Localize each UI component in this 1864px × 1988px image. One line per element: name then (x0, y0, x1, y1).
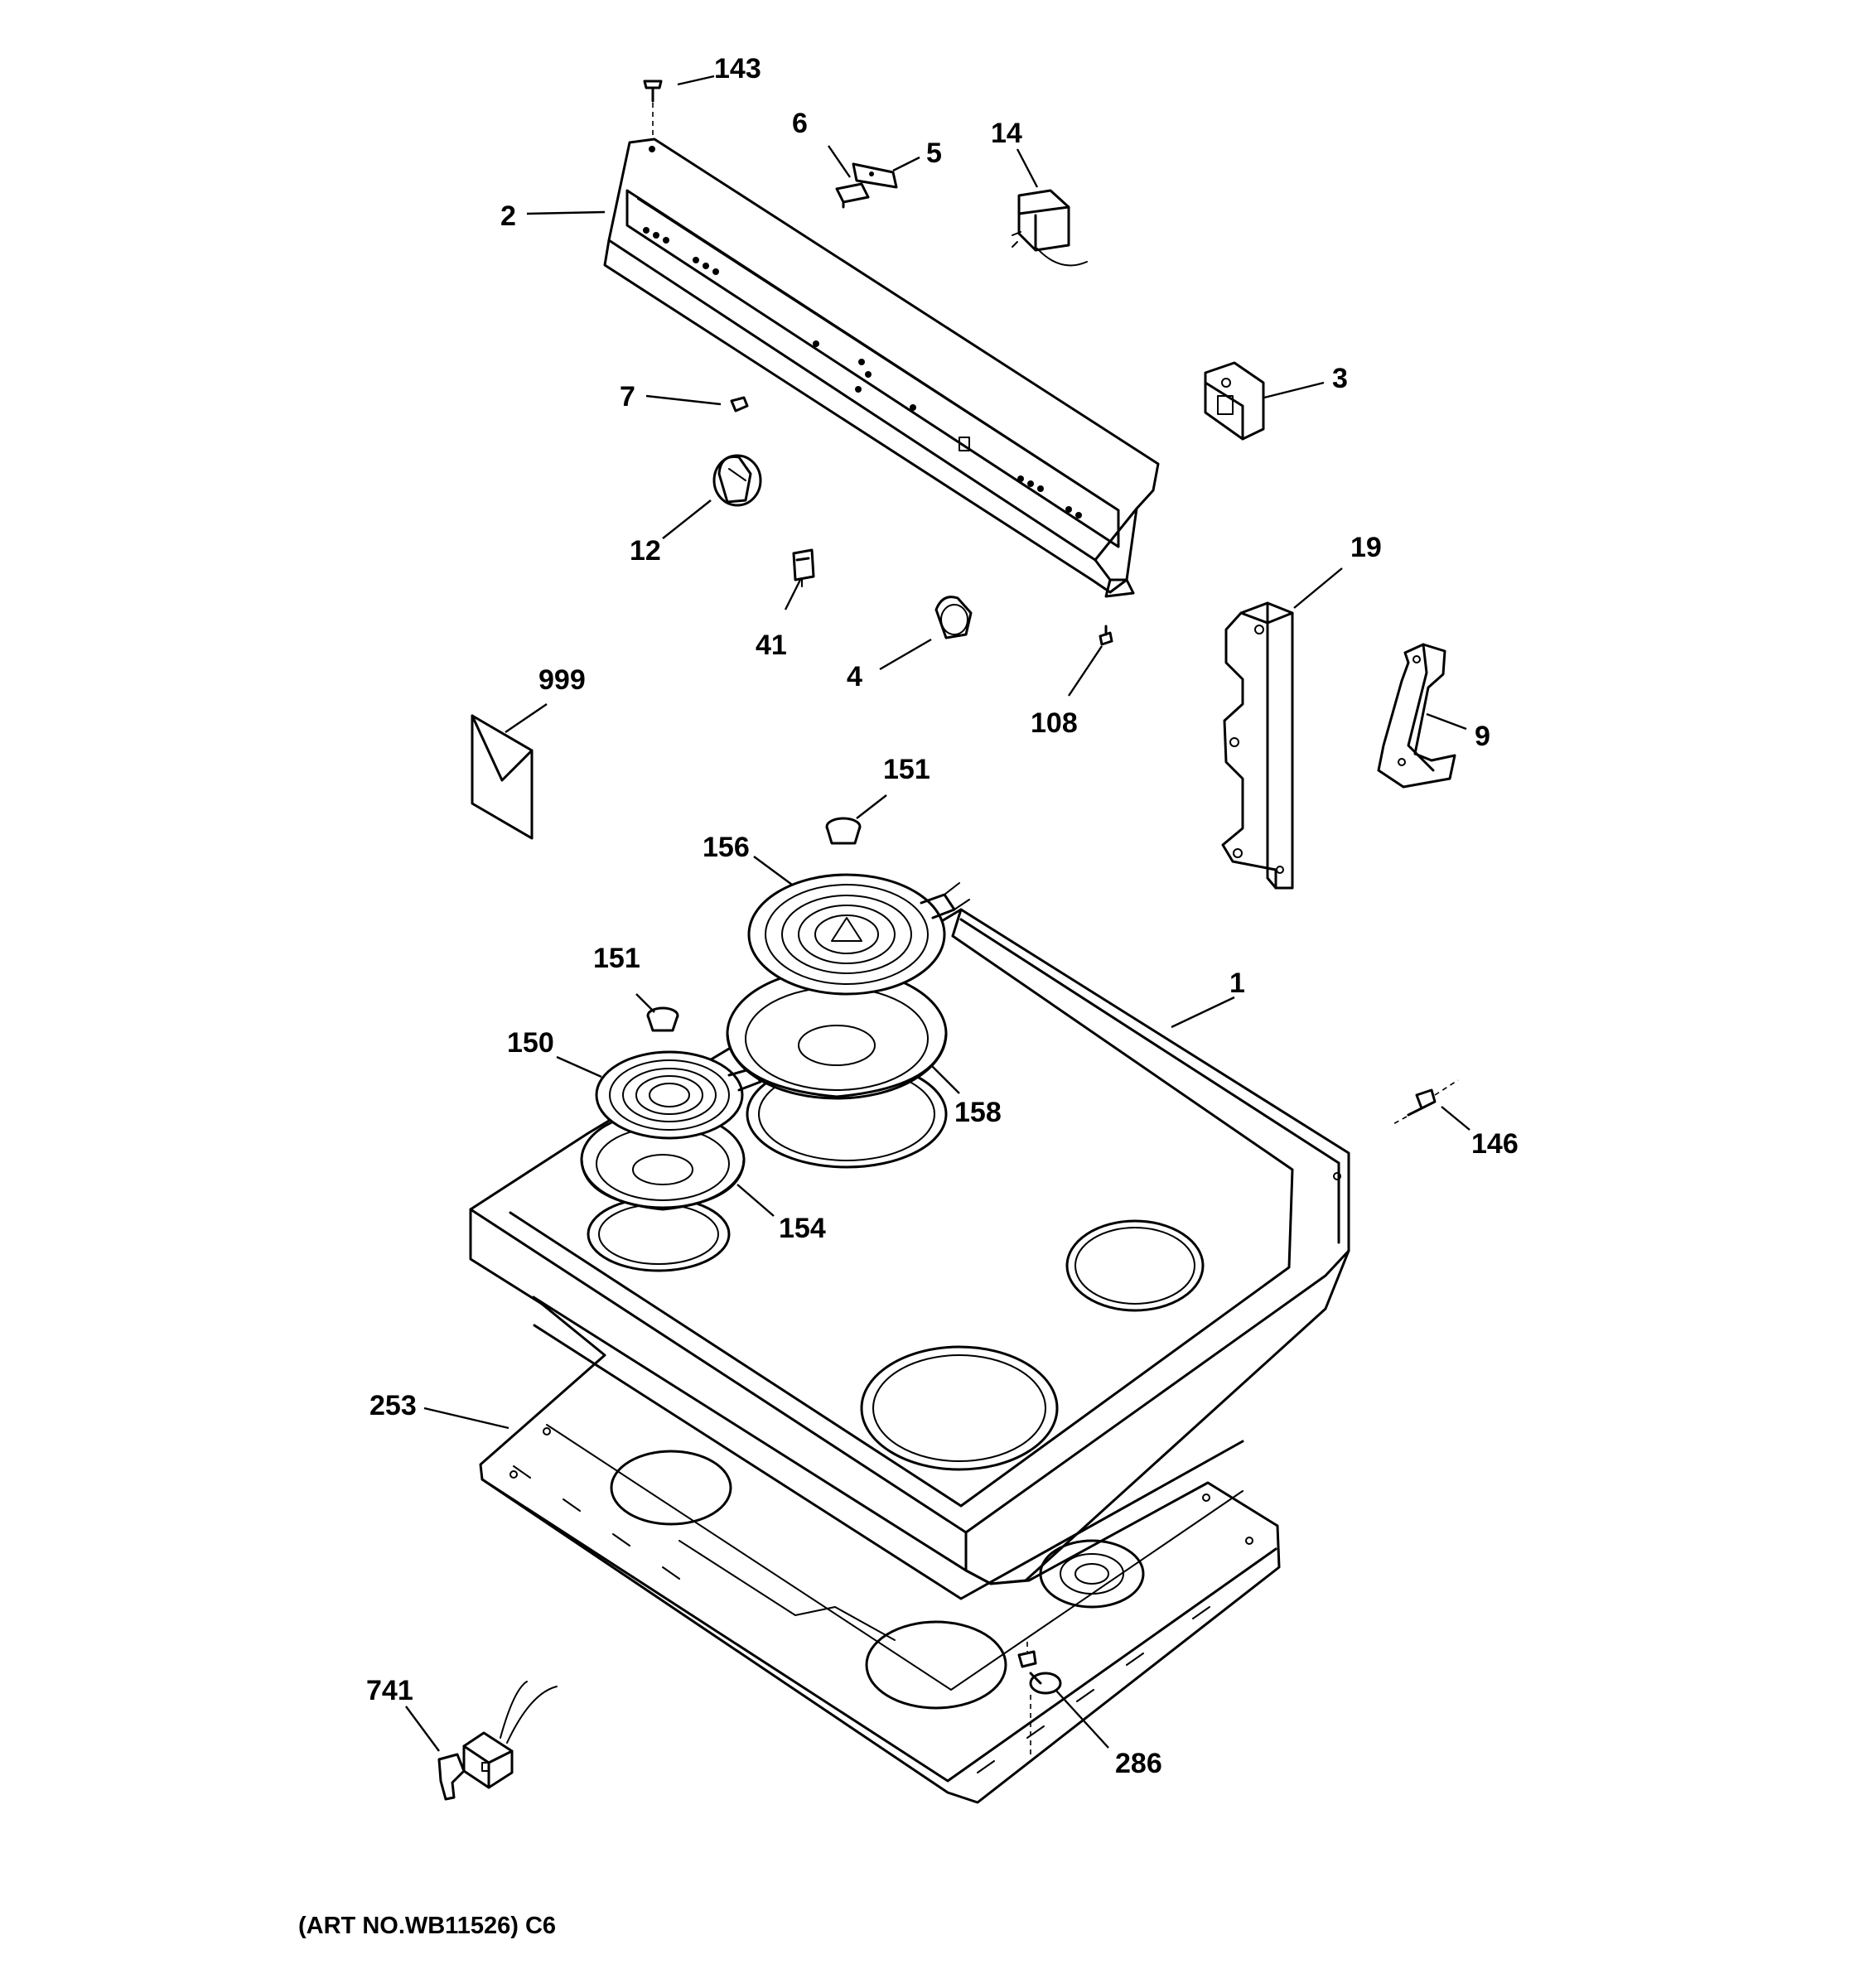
knob-4 (934, 596, 973, 639)
callout-146: 146 (1471, 1128, 1519, 1160)
callout-156: 156 (703, 832, 750, 863)
callout-41: 41 (756, 630, 787, 661)
callout-14: 14 (991, 118, 1022, 149)
bracket-5 (852, 162, 898, 189)
callout-2: 2 (500, 200, 516, 232)
drip-pan-154 (580, 1110, 746, 1211)
control-panel-backsplash (603, 138, 1160, 598)
callout-154: 154 (779, 1213, 826, 1244)
bracket-6 (835, 182, 870, 209)
callout-4: 4 (847, 661, 862, 692)
callout-741: 741 (366, 1675, 413, 1706)
callout-253: 253 (369, 1390, 417, 1421)
screw-146 (1391, 1079, 1459, 1126)
leader-lines (405, 75, 1470, 1752)
terminal-block-741 (437, 1681, 558, 1801)
callout-108: 108 (1031, 707, 1078, 739)
indicator-light-41 (792, 548, 815, 587)
screw-108 (1099, 625, 1113, 646)
receptacle-151-lower (646, 1006, 679, 1032)
switch-14 (1012, 189, 1088, 267)
surface-unit-150 (595, 1050, 771, 1140)
drip-pan-158 (726, 967, 948, 1100)
callout-labels: 143 6 5 14 2 3 7 12 41 4 108 19 9 999 15… (366, 53, 1519, 1779)
callout-1: 1 (1229, 967, 1245, 999)
callout-3: 3 (1332, 363, 1348, 394)
receptacle-151-upper (825, 817, 862, 845)
screw-143 (643, 80, 663, 139)
callout-9: 9 (1475, 721, 1490, 752)
callout-19: 19 (1350, 532, 1382, 563)
callout-12: 12 (630, 535, 661, 567)
side-bracket-9 (1377, 643, 1456, 789)
art-number-caption: (ART NO.WB11526) C6 (298, 1913, 556, 1939)
clip-286 (1017, 1642, 1062, 1756)
callout-151-lower: 151 (593, 943, 640, 974)
literature-999 (471, 714, 534, 840)
knob-12 (712, 454, 762, 507)
burner-box-253 (479, 1296, 1281, 1804)
surface-unit-156 (747, 873, 970, 996)
callout-286: 286 (1115, 1748, 1162, 1779)
callout-7: 7 (620, 381, 635, 413)
side-bracket-19 (1221, 601, 1294, 890)
callout-5: 5 (926, 138, 942, 169)
callout-143: 143 (714, 53, 761, 84)
callout-151-upper: 151 (883, 754, 930, 785)
callout-158: 158 (954, 1097, 1002, 1128)
callout-999: 999 (538, 664, 586, 696)
callout-6: 6 (792, 108, 808, 139)
screw-7 (730, 396, 749, 413)
callout-150: 150 (507, 1027, 554, 1059)
switch-3 (1204, 361, 1265, 441)
